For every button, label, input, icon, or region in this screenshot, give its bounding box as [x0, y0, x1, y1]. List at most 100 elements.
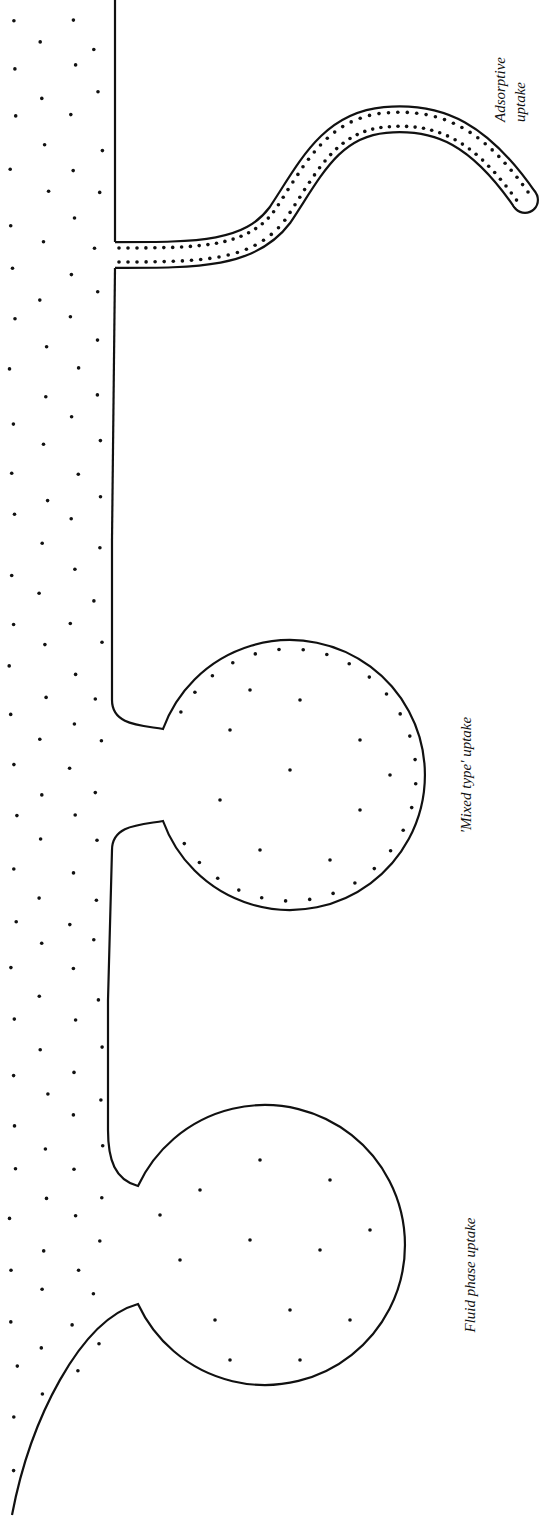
particle-dot	[245, 248, 249, 252]
particle-dot	[296, 173, 300, 177]
particle-dot	[45, 1197, 49, 1201]
particle-dot	[92, 1292, 96, 1296]
particle-dot	[41, 1392, 45, 1396]
particle-dot	[410, 806, 414, 810]
particle-dot	[100, 739, 104, 743]
particle-dot	[76, 1369, 80, 1373]
particle-dot	[443, 118, 447, 122]
particle-dot	[341, 125, 345, 129]
particle-dot	[100, 1045, 104, 1049]
adsorptive-tube-wall	[115, 119, 525, 255]
particle-dot	[40, 1288, 44, 1292]
particle-dot	[135, 246, 139, 250]
particle-dot	[8, 367, 12, 371]
particle-dot	[237, 888, 241, 892]
particle-dot	[319, 143, 323, 147]
particle-dot	[15, 814, 19, 818]
particle-dot	[158, 1213, 162, 1217]
particle-dot	[189, 245, 193, 249]
particle-dot	[13, 1017, 17, 1021]
particle-dot	[288, 211, 292, 215]
particle-dot	[211, 674, 215, 678]
particle-dot	[318, 166, 322, 170]
particle-dot	[44, 1147, 48, 1151]
particle-dot	[100, 1196, 104, 1200]
particle-dot	[223, 240, 227, 244]
particle-dot	[99, 439, 103, 443]
particle-dot	[461, 142, 465, 146]
particle-dot	[98, 191, 102, 195]
particle-dot	[313, 150, 317, 154]
particle-dot	[9, 224, 13, 228]
particle-dot	[179, 710, 183, 714]
particle-dot	[12, 867, 16, 871]
particle-dot	[405, 125, 409, 129]
particle-dot	[74, 63, 78, 67]
particle-dot	[254, 227, 258, 231]
particle-dot	[10, 574, 14, 578]
particle-dot	[193, 691, 197, 695]
particle-dot	[126, 260, 130, 264]
particle-dot	[144, 260, 148, 264]
particle-dot	[178, 1258, 182, 1262]
uptake-label: Fluid phase uptake	[460, 1218, 480, 1333]
particle-dot	[509, 168, 513, 172]
particle-dot	[430, 128, 434, 132]
adsorptive-tube-tip	[513, 188, 537, 212]
particle-dot	[72, 1168, 76, 1172]
particle-dot	[277, 226, 281, 230]
particle-dot	[438, 131, 442, 135]
particle-dot	[258, 1158, 262, 1162]
particle-dot	[12, 763, 16, 767]
particle-dot	[510, 191, 514, 195]
particle-dot	[373, 867, 377, 871]
particle-dot	[434, 115, 438, 119]
particle-dot	[260, 896, 264, 900]
particle-dot	[474, 153, 478, 157]
particle-dot	[153, 260, 157, 264]
particle-dot	[283, 219, 287, 223]
particle-dot	[12, 1415, 16, 1419]
particle-dot	[96, 393, 100, 397]
particle-dot	[476, 136, 480, 140]
particle-dot	[422, 127, 426, 131]
particle-dot	[272, 210, 276, 214]
particle-dot	[215, 241, 219, 245]
particle-dot	[162, 260, 166, 264]
particle-dot	[326, 137, 330, 141]
particle-dot	[298, 1358, 302, 1362]
particle-dot	[98, 546, 102, 550]
particle-dot	[180, 245, 184, 249]
particle-dot	[70, 273, 74, 277]
particle-dot	[348, 1318, 352, 1322]
particle-dot	[231, 661, 235, 665]
particle-dot	[70, 1323, 74, 1327]
particle-dot	[74, 673, 78, 677]
particle-dot	[503, 161, 507, 165]
particle-dot	[325, 653, 329, 657]
particle-dot	[73, 568, 77, 572]
particle-dot	[487, 164, 491, 168]
particle-dot	[277, 648, 281, 652]
particle-dot	[216, 876, 220, 880]
particle-dot	[39, 837, 43, 841]
particle-dot	[414, 782, 418, 786]
particle-dot	[379, 126, 383, 130]
particle-dot	[135, 260, 139, 264]
particle-dot	[284, 899, 288, 903]
particle-dot	[117, 246, 121, 250]
particle-dot	[144, 246, 148, 250]
particle-dot	[526, 190, 530, 194]
particle-dot	[490, 148, 494, 152]
particle-dot	[401, 828, 405, 832]
particle-dot	[73, 216, 77, 220]
particle-dot	[69, 517, 73, 521]
particle-dot	[77, 1268, 81, 1272]
uptake-label: Adsorptive uptake	[490, 42, 531, 122]
particle-dot	[183, 842, 187, 846]
particle-dot	[40, 97, 44, 101]
particle-dot	[12, 422, 16, 426]
particle-dot	[293, 203, 297, 207]
particle-dot	[398, 712, 402, 716]
particle-dot	[341, 142, 345, 146]
